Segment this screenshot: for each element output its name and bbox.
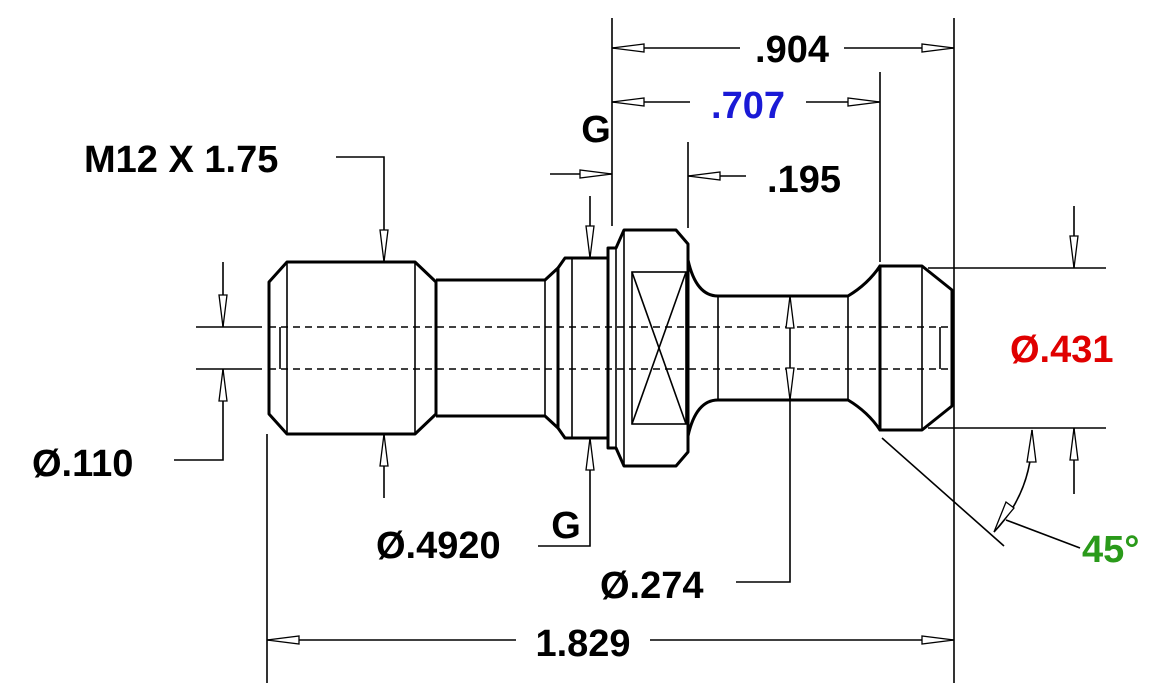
dim-label-45: 45°	[1082, 529, 1139, 571]
wrench-flat	[631, 271, 687, 425]
thread-callout-label: M12 X 1.75	[84, 139, 278, 181]
shank	[436, 266, 560, 430]
neck	[686, 259, 882, 437]
wrench-flat-diagonal-2	[631, 271, 687, 425]
dim-g-bottom-leader	[538, 438, 591, 547]
dimension-lines	[174, 43, 1081, 645]
dim-1829-arrow-left	[266, 635, 300, 645]
dim-label-110: Ø.110	[32, 443, 133, 485]
dim-195-arrow	[687, 171, 721, 181]
dim-label-904: .904	[755, 29, 829, 71]
dim-4920-arrow	[379, 433, 389, 467]
dim-110-arrow-bottom	[218, 368, 228, 402]
dim-label-4920: Ø.4920	[376, 525, 501, 567]
dim-904-arrow-left	[611, 43, 645, 53]
dim-707-arrow-left	[611, 97, 645, 107]
flange	[606, 228, 690, 468]
threaded-section	[267, 260, 438, 436]
dim-110-leader	[174, 369, 224, 461]
dim-1829-arrow-right	[921, 635, 955, 645]
dim-110-arrow-top	[218, 294, 228, 328]
dim-label-g-top: G	[581, 109, 611, 151]
dim-g-bottom-arrow	[585, 437, 595, 471]
dim-274-arrow-bottom	[785, 367, 795, 401]
angle-leader	[1005, 519, 1081, 549]
dim-label-1829: 1.829	[535, 623, 630, 665]
dim-707-arrow-right	[847, 97, 881, 107]
dim-431-arrow-top	[1069, 235, 1079, 269]
dim-label-274: Ø.274	[600, 565, 704, 607]
dim-label-195: .195	[767, 159, 841, 201]
dim-g-top-arrow	[579, 169, 613, 179]
dim-label-707: .707	[711, 85, 785, 127]
dim-label-431: Ø.431	[1010, 329, 1114, 371]
head	[878, 264, 954, 432]
dim-904-arrow-right	[921, 43, 955, 53]
dim-431-arrow-bottom	[1069, 427, 1079, 461]
pilot-collar	[556, 256, 610, 440]
dim-274-leader	[736, 400, 791, 583]
part-outline	[267, 228, 954, 468]
extension-lines	[196, 18, 1106, 683]
dim-label-g-bottom: G	[551, 505, 581, 547]
thread-callout-arrow	[379, 229, 389, 263]
angle-arc-arrow-top	[1026, 429, 1037, 463]
chamfer-angle-extension	[881, 437, 1005, 547]
dim-274-arrow-top	[785, 295, 795, 329]
dim-g-top-vertical-arrow	[585, 225, 595, 259]
dimension-labels: .904 .707 .195 G M12 X 1.75 Ø.110 Ø.4920…	[32, 29, 1139, 665]
angle-arc-arrow-bottom	[993, 500, 1015, 533]
thread-callout-leader	[336, 156, 385, 262]
